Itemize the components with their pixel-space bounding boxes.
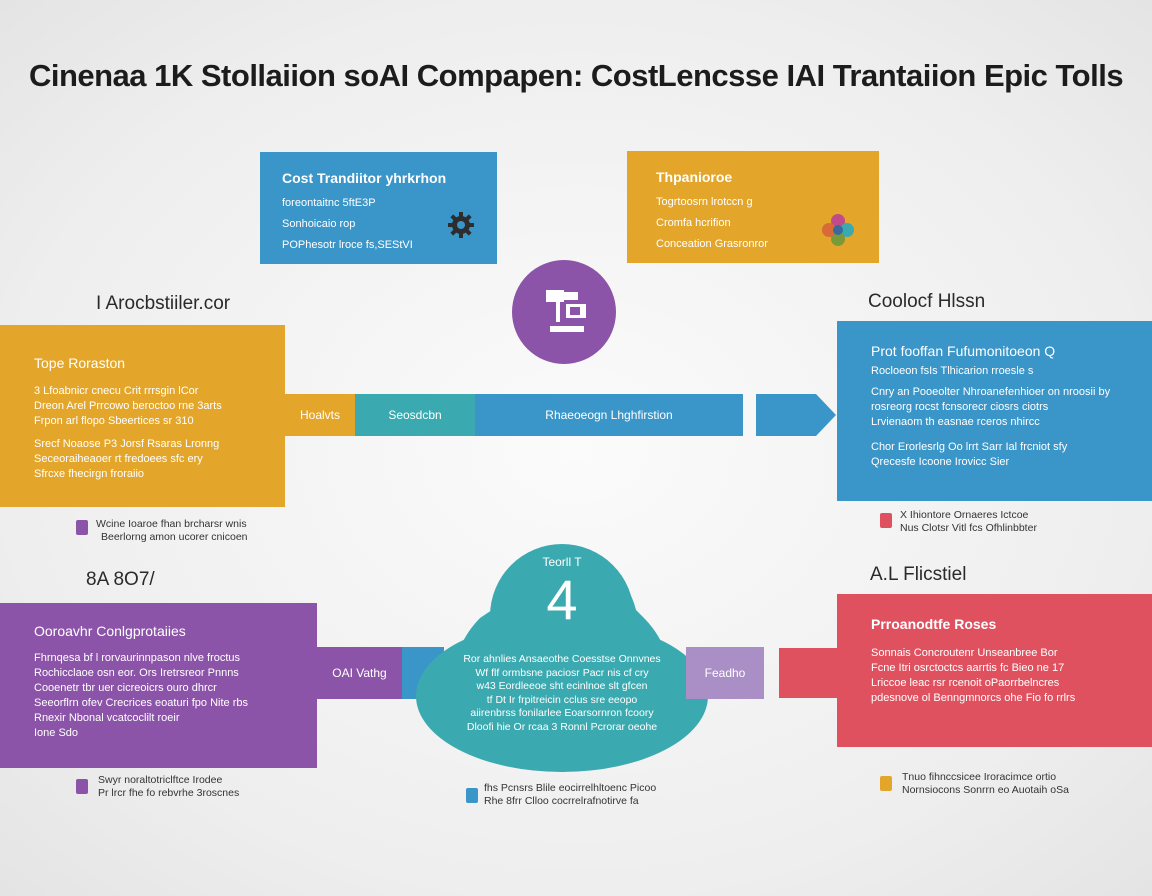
lower-right-note-line: Nornsiocons Sonrrn eo Auotaih oSa [902, 784, 1069, 796]
top-right-box-line: Conceation Grasronror [656, 238, 768, 250]
lower-left-band: OAI Vathg [317, 647, 402, 699]
right-section-line: Qrecesfe Icoone Irovicc Sier [871, 456, 1010, 468]
center-dome-note-line: Rhe 8frr Clloo cocrrelrafnotirve fa [484, 795, 639, 807]
left-section-line: Seceoraiheaoer rt fredoees sfc ery [34, 453, 203, 465]
center-dome-line: Dloofi hie Or rcaa 3 Ronnl Pcrorar oeohe [466, 720, 658, 733]
right-section-header: Prot fooffan Fufumonitoeon Q [871, 343, 1056, 359]
center-dome-line: Wf flf ormbsne paciosr Pacr nis cf cry [475, 666, 649, 679]
right-section-heading: Coolocf Hlssn [868, 291, 986, 312]
lower-left-line: Rnexir Nbonal vcatcoclilt roeir [34, 712, 180, 724]
lower-left-line: Fhrnqesa bf l rorvaurinnpason nlve froct… [34, 652, 241, 664]
lower-left-line: Seeorflrn ofev Crecrices eoaturi fpo Nit… [34, 697, 248, 709]
flower-icon [822, 214, 854, 246]
lower-left-line: Cooenetr tbr uer cicreoicrs ouro dhrcr [34, 682, 217, 694]
lower-right-line: Sonnais Concroutenr Unseanbree Bor [871, 647, 1058, 659]
right-section-note-line: X Ihiontore Ornaeres Ictcoe [900, 509, 1029, 521]
left-section-heading: I Arocbstiiler.cor [96, 293, 231, 314]
top-left-box-line: foreontaitnc 5ftE3P [282, 197, 376, 209]
right-section-line: Chor Erorlesrlg Oo lrrt Sarr Ial frcniot… [871, 441, 1068, 453]
left-section-line: Sfrcxe fhecirgn froraiio [34, 468, 145, 480]
left-section-line: Dreon Arel Prrcowo beroctoo rne 3arts [34, 400, 222, 412]
center-dome-label: Teorll T [542, 555, 582, 569]
middle-band-seg3: Rhaeoeogn Lhghfirstion [475, 394, 743, 436]
center-dome-note: fhs Pcnsrs Blile eocirrelhltoenc Picoo R… [484, 782, 656, 808]
top-left-box-header: Cost Trandiitor yhrkrhon [282, 170, 447, 186]
center-dome-line: tf Dt Ir frpitreicin cclus sre eeopo [486, 693, 638, 706]
lower-right-header: Prroanodtfe Roses [871, 616, 997, 632]
center-dome [416, 544, 708, 772]
right-section-line: Cnry an Pooeolter Nhroanefenhioer on nro… [871, 386, 1111, 398]
left-section-note-line: Beerlorng amon ucorer cnicoen [101, 531, 248, 543]
top-right-box-header: Thpanioroe [656, 169, 733, 185]
center-dome-band: Feadho [686, 647, 764, 699]
center-dome-text: Ror ahnlies Ansaeothe Coesstse Onnvnes W… [446, 653, 678, 734]
lower-right-note: Tnuo fihnccsicee Iroracimce ortio Nornsi… [902, 771, 1069, 797]
right-section-line: rosreorg rocst fcnsorecr ciosrs ciotrs [871, 401, 1049, 413]
right-section-box: Prot fooffan Fufumonitoeon Q Rocloeon fs… [837, 321, 1152, 501]
left-section-header: Tope Roraston [34, 355, 126, 371]
left-section-box: Tope Roraston 3 Lfoabnicr cnecu Crit rrr… [0, 325, 285, 507]
center-dome-line: w43 Eordleeoe sht ecinlnoe slt gfcen [476, 680, 648, 692]
document-icon [76, 779, 88, 794]
document-icon [466, 788, 478, 803]
right-section-note-line: Nus Clotsr Vitl fcs Ofhlinbbter [900, 522, 1037, 534]
center-dome-number: 4 [546, 568, 578, 631]
lower-right-box: Prroanodtfe Roses Sonnais Concroutenr Un… [837, 594, 1152, 747]
document-icon [880, 513, 892, 528]
center-top-circle [512, 260, 616, 364]
center-dome-line: Ror ahnlies Ansaeothe Coesstse Onnvnes [463, 653, 661, 665]
left-section-note-line: Wcine Ioaroe fhan brcharsr wnis [96, 518, 247, 530]
middle-band-seg1: Hoalvts [285, 394, 355, 436]
lower-right-line: Lriccoe leac rsr rcenoit oPaorrbelncres [871, 677, 1060, 689]
lower-right-note-line: Tnuo fihnccsicee Iroracimce ortio [902, 771, 1057, 783]
document-icon [76, 520, 88, 535]
lower-left-line: Ione Sdo [34, 727, 79, 739]
lower-right-heading: A.L Flicstiel [870, 564, 967, 585]
top-left-box: Cost Trandiitor yhrkrhon foreontaitnc 5f… [260, 152, 497, 264]
lower-left-note: Swyr noraltotriclftce Irodee Pr lrcr fhe… [98, 774, 239, 800]
right-section-line: Rocloeon fsIs Tlhicarion rroesle s [871, 365, 1034, 377]
left-section-line: Srecf Noaose P3 Jorsf Rsaras Lronng [34, 438, 220, 450]
lower-left-heading: 8A 8O7/ [86, 569, 155, 590]
lower-left-note-line: Swyr noraltotriclftce Irodee [98, 774, 223, 786]
right-arrow [756, 394, 836, 436]
left-section-note: Wcine Ioaroe fhan brcharsr wnis Beerlorn… [96, 518, 248, 544]
top-right-box-line: Togrtoosrn lrotccn g [656, 196, 753, 208]
left-section-line: 3 Lfoabnicr cnecu Crit rrrsgin lCor [34, 385, 199, 397]
top-right-box-line: Cromfa hcrifion [656, 217, 731, 229]
camera-icon [546, 290, 586, 332]
lower-left-line: Rochicclaoe osn eor. Ors Iretrsreor Pnnn… [34, 667, 239, 679]
gear-icon [448, 212, 474, 238]
right-section-note: X Ihiontore Ornaeres Ictcoe Nus Clotsr V… [900, 509, 1037, 535]
lower-left-box: Ooroavhr Conlgprotaiies Fhrnqesa bf l ro… [0, 603, 317, 768]
document-icon [880, 776, 892, 791]
top-left-box-line: POPhesotr lroce fs,SEStVI [282, 239, 413, 251]
center-dome-line: aiirenbrss fonilarlee Eoarsornron fcoory [470, 707, 654, 719]
right-section-line: Lrvienaom th easnae rceros nhircc [871, 416, 1040, 428]
lower-left-header: Ooroavhr Conlgprotaiies [34, 623, 186, 639]
top-left-box-line: Sonhoicaio rop [282, 218, 356, 230]
lower-right-line: Fcne Itri osrctoctcs aarrtis fc Bieo ne … [871, 662, 1065, 674]
lower-left-note-line: Pr lrcr fhe fo rebvrhe 3roscnes [98, 787, 240, 799]
middle-band-seg2: Seosdcbn [355, 394, 475, 436]
page-title: Cinenaa 1K Stollaiion soAI Compapen: Cos… [28, 58, 1124, 93]
left-section-line: Frpon arl flopo Sbeertices sr 310 [34, 415, 194, 427]
lower-right-line: pdesnove ol Benngmnorcs ohe Fio fo rrlrs [871, 692, 1076, 704]
center-dome-note-line: fhs Pcnsrs Blile eocirrelhltoenc Picoo [484, 782, 657, 794]
